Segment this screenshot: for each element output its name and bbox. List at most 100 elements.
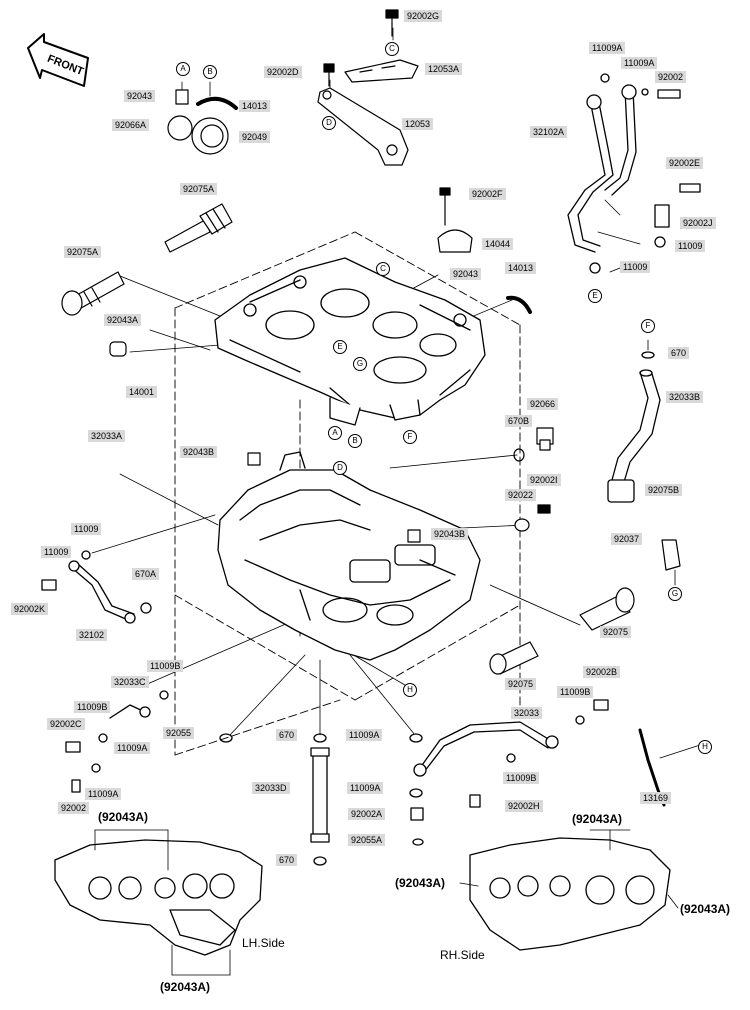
top-small-parts [61, 9, 532, 357]
part-label-32033b: 32033B [666, 391, 704, 403]
part-label-32102: 32102 [76, 629, 108, 641]
callout-f-icon: F [641, 319, 655, 333]
part-label-670: 670 [668, 347, 690, 359]
part-label-11009a: 11009A [114, 742, 151, 754]
callout-e-icon: E [333, 340, 347, 354]
callout-d-icon: D [322, 116, 336, 130]
part-label-92002g: 92002G [404, 10, 443, 22]
part-label-92049: 92049 [239, 131, 271, 143]
callout-h-icon: H [403, 683, 417, 697]
section-label: (92043A) [572, 812, 623, 826]
part-label-11009b: 11009B [74, 701, 111, 713]
part-label-32033c: 32033C [111, 676, 149, 688]
part-label-11009: 11009 [675, 240, 706, 252]
hose-32033b [607, 351, 661, 503]
lh-side-view [54, 829, 263, 976]
part-label-92002e: 92002E [666, 157, 704, 169]
callout-e-icon: E [588, 289, 602, 303]
part-label-32033d: 32033D [252, 782, 290, 794]
part-label-670a: 670A [132, 568, 160, 580]
part-label-92055a: 92055A [348, 834, 386, 846]
part-label-92002k: 92002K [11, 603, 49, 615]
part-label-92075: 92075 [600, 626, 632, 638]
part-label-92002c: 92002C [47, 718, 85, 730]
part-label-11009a: 11009A [589, 42, 626, 54]
part-label-11009: 11009 [620, 261, 651, 273]
part-label-92002: 92002 [655, 71, 687, 83]
callout-b-icon: B [203, 65, 217, 79]
oil-pipe-32102a [567, 73, 701, 274]
part-label-11009: 11009 [71, 523, 102, 535]
callout-c-icon: C [376, 262, 390, 276]
callout-g-icon: G [668, 587, 682, 601]
callout-d-icon: D [333, 461, 347, 475]
lower-crankcase [217, 451, 481, 661]
part-label-92043: 92043 [450, 268, 482, 280]
part-label-92002b: 92002B [583, 666, 621, 678]
part-label-92075: 92075 [505, 678, 537, 690]
part-label-12053: 12053 [402, 118, 434, 130]
upper-crankcase [214, 257, 486, 426]
part-label-14044: 14044 [482, 238, 514, 250]
part-label-13169: 13169 [640, 792, 672, 804]
part-label-92066a: 92066A [112, 119, 150, 131]
part-label-92002: 92002 [58, 802, 90, 814]
part-label-92043b: 92043B [431, 528, 469, 540]
part-label-92002f: 92002F [469, 188, 506, 200]
part-label-32033a: 32033A [88, 430, 126, 442]
part-label-92022: 92022 [505, 489, 537, 501]
part-label-11009b: 11009B [503, 772, 540, 784]
oil-pipe-32102 [41, 550, 233, 793]
part-label-670: 670 [276, 854, 298, 866]
pipe-32033 [409, 699, 666, 846]
part-label-11009: 11009 [41, 546, 72, 558]
part-label-92043a: 92043A [104, 314, 142, 326]
part-label-11009a: 11009A [346, 729, 383, 741]
part-label-11009a: 11009A [621, 57, 658, 69]
callout-h-icon: H [698, 740, 712, 754]
part-label-92002d: 92002D [264, 66, 302, 78]
part-label-14001: 14001 [126, 386, 158, 398]
part-label-670: 670 [276, 729, 298, 741]
part-label-92043: 92043 [124, 90, 156, 102]
part-label-14013: 14013 [505, 262, 537, 274]
callout-b-icon: B [348, 434, 362, 448]
tube-32033d [310, 733, 330, 866]
callout-a-icon: A [176, 62, 190, 76]
part-label-92002i: 92002I [527, 474, 561, 486]
part-label-92055: 92055 [163, 727, 195, 739]
front-arrow-icon: FRONT [27, 33, 89, 87]
part-label-11009b: 11009B [557, 686, 594, 698]
part-label-670b: 670B [505, 415, 533, 427]
part-label-12053a: 12053A [425, 63, 463, 75]
part-label-32033: 32033 [511, 707, 543, 719]
part-label-92002a: 92002A [348, 808, 386, 820]
part-label-92066: 92066 [527, 398, 559, 410]
part-label-92075a: 92075A [180, 183, 218, 195]
section-label: (92043A) [160, 980, 211, 994]
callout-c-icon: C [385, 42, 399, 56]
right-fittings [247, 427, 681, 675]
part-label-92037: 92037 [611, 533, 643, 545]
part-label-92002j: 92002J [680, 217, 716, 229]
section-label: (92043A) [680, 902, 731, 916]
part-label-11009a: 11009A [347, 782, 384, 794]
part-label-11009a: 11009A [85, 788, 122, 800]
part-label-92075b: 92075B [645, 484, 683, 496]
part-label-14013: 14013 [239, 100, 271, 112]
part-label-11009b: 11009B [147, 660, 184, 672]
part-label-32102a: 32102A [530, 126, 568, 138]
part-label-92002h: 92002H [505, 800, 543, 812]
rh-side-view [459, 829, 679, 951]
callout-a-icon: A [328, 426, 342, 440]
section-label: (92043A) [395, 876, 446, 890]
part-label-92043b: 92043B [180, 446, 218, 458]
callout-f-icon: F [403, 430, 417, 444]
callout-g-icon: G [353, 357, 367, 371]
side-view-label: LH.Side [242, 936, 285, 950]
side-view-label: RH.Side [440, 948, 485, 962]
section-label: (92043A) [98, 810, 149, 824]
part-label-92075a: 92075A [64, 246, 102, 258]
